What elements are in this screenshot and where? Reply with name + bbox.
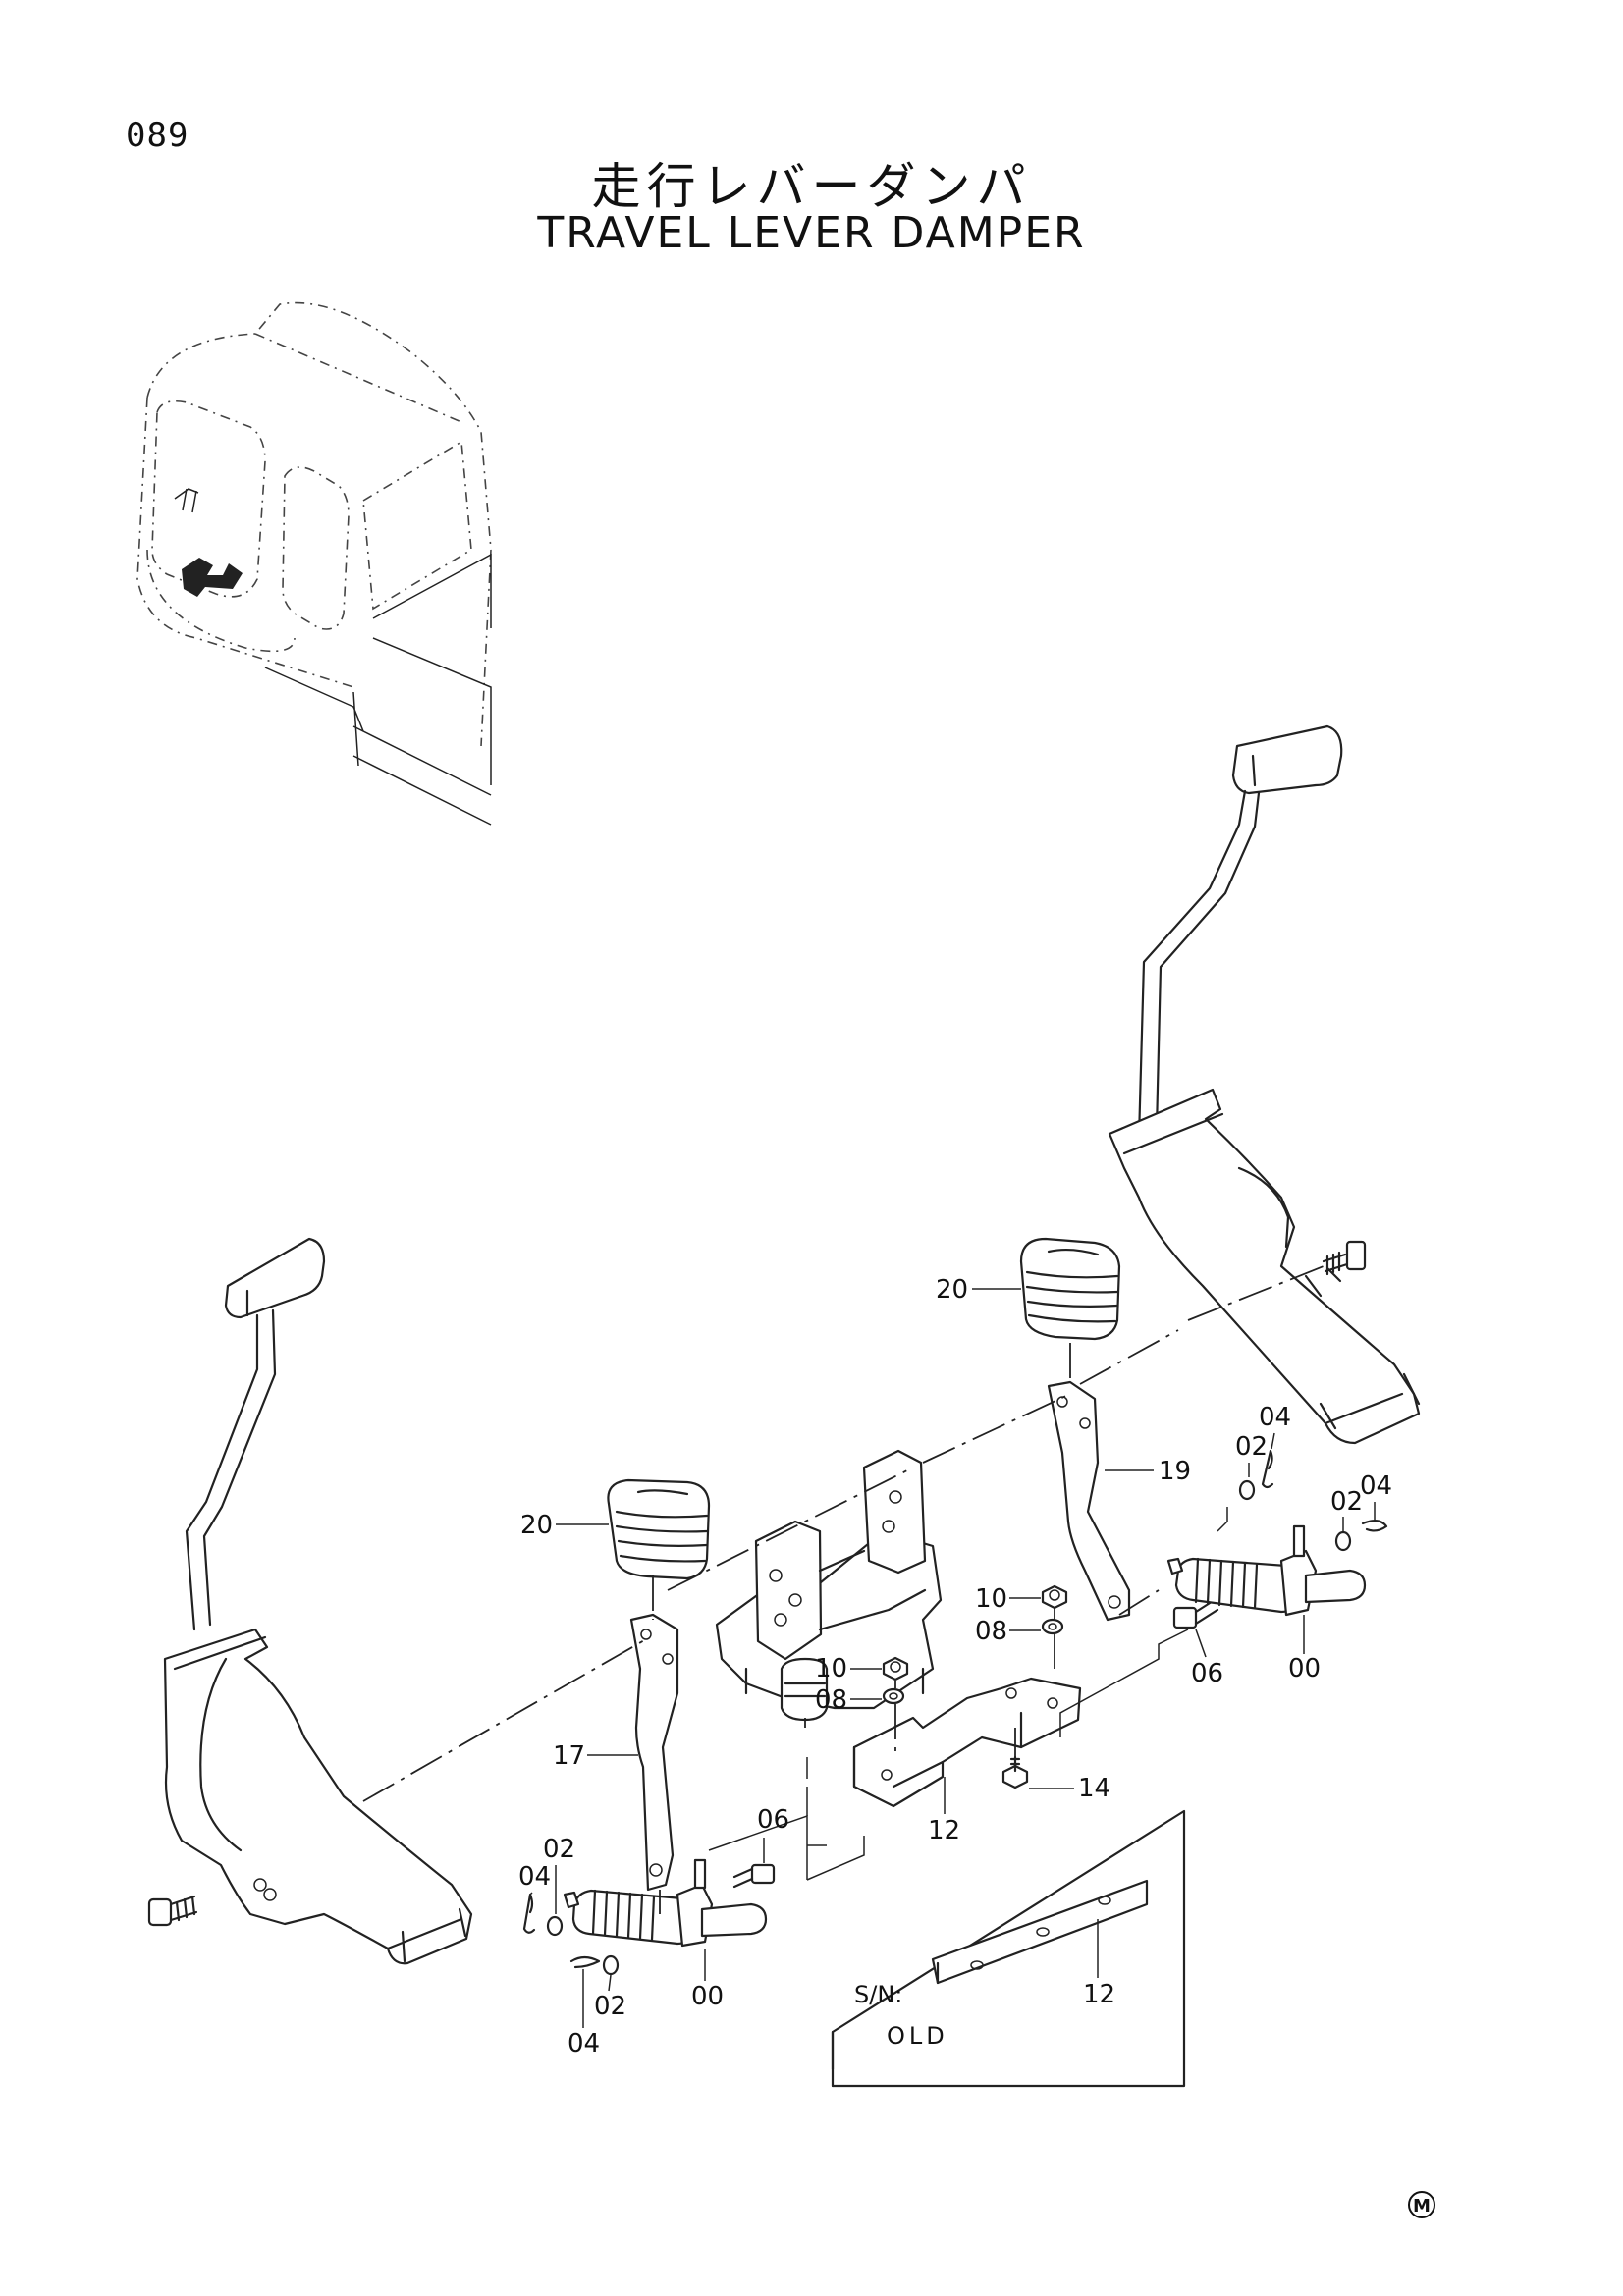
bolt-06-right [1172, 1596, 1219, 1629]
callouts: 20 20 19 17 12 14 10 08 10 08 06 06 00 0… [518, 1275, 1392, 2058]
callout-04-left-b: 04 [568, 2029, 600, 2058]
callout-10-upper: 10 [975, 1584, 1007, 1614]
washer-02-left-b [602, 1954, 620, 1976]
washer-02-right-a [1238, 1479, 1256, 1501]
bracket-17 [629, 1613, 679, 1892]
damper-00-left [563, 1858, 768, 1948]
pin-04-right-b [1361, 1520, 1388, 1532]
inset-old-serial-box: S/N: OLD 12 [831, 1809, 1186, 2088]
callout-04-right-a: 04 [1259, 1403, 1291, 1432]
callout-04-right-b: 04 [1360, 1471, 1392, 1501]
bolt-left-pedal [147, 1895, 198, 1927]
pin-04-left-a [522, 1893, 536, 1934]
mark-letter: M [1413, 2196, 1431, 2216]
washer-08-upper [1041, 1618, 1064, 1635]
callout-00-right: 00 [1288, 1654, 1321, 1683]
right-travel-lever-pedal [1108, 724, 1421, 1445]
washer-02-right-b [1334, 1530, 1352, 1552]
callout-02-right-a: 02 [1235, 1432, 1268, 1462]
bolt-06-left [732, 1863, 776, 1889]
callout-12: 12 [928, 1816, 960, 1845]
rubber-boot-right [1019, 1237, 1121, 1341]
callout-04-left-a: 04 [518, 1862, 551, 1892]
callout-14: 14 [1078, 1774, 1110, 1803]
callout-12-inset: 12 [1083, 1980, 1115, 2009]
callout-02-left-b: 02 [594, 1992, 626, 2021]
callout-20-right: 20 [936, 1275, 968, 1305]
plate-12 [852, 1677, 1082, 1808]
callout-17: 17 [553, 1741, 585, 1771]
pin-04-right-a [1261, 1449, 1274, 1489]
inset-sn-label: S/N: [854, 1981, 902, 2008]
callout-08-upper: 08 [975, 1617, 1007, 1646]
nut-10-lower [882, 1656, 909, 1682]
cab-location-thumbnail [136, 301, 492, 826]
bolt-14 [1001, 1755, 1029, 1789]
title-japanese: 走行レバーダンパ [591, 158, 1032, 215]
callout-00-left: 00 [691, 1982, 724, 2011]
bolt-right-pedal [1322, 1240, 1367, 1276]
nut-10-upper [1041, 1584, 1068, 1610]
circled-m-mark: M [1408, 2191, 1435, 2218]
damper-00-right [1166, 1524, 1367, 1617]
pin-04-left-b [569, 1955, 601, 1969]
page-number: 089 [126, 116, 189, 155]
callout-19: 19 [1159, 1457, 1191, 1486]
washer-02-left-a [546, 1915, 564, 1937]
callout-02-right-b: 02 [1330, 1487, 1363, 1517]
assembly-lines [362, 1265, 1325, 1914]
callout-06-left: 06 [757, 1805, 789, 1835]
callout-20-left: 20 [520, 1511, 553, 1540]
callout-06-right: 06 [1191, 1659, 1223, 1688]
left-travel-lever-pedal [163, 1237, 473, 1965]
inset-sn-value: OLD [887, 2022, 948, 2050]
rubber-boot-left [607, 1478, 711, 1580]
callout-10-lower: 10 [815, 1654, 847, 1683]
title-english: TRAVEL LEVER DAMPER [537, 208, 1086, 258]
bracket-19 [1047, 1380, 1131, 1622]
washer-08-lower [882, 1687, 905, 1705]
callout-02-left-a: 02 [543, 1835, 575, 1864]
callout-08-lower: 08 [815, 1685, 847, 1715]
